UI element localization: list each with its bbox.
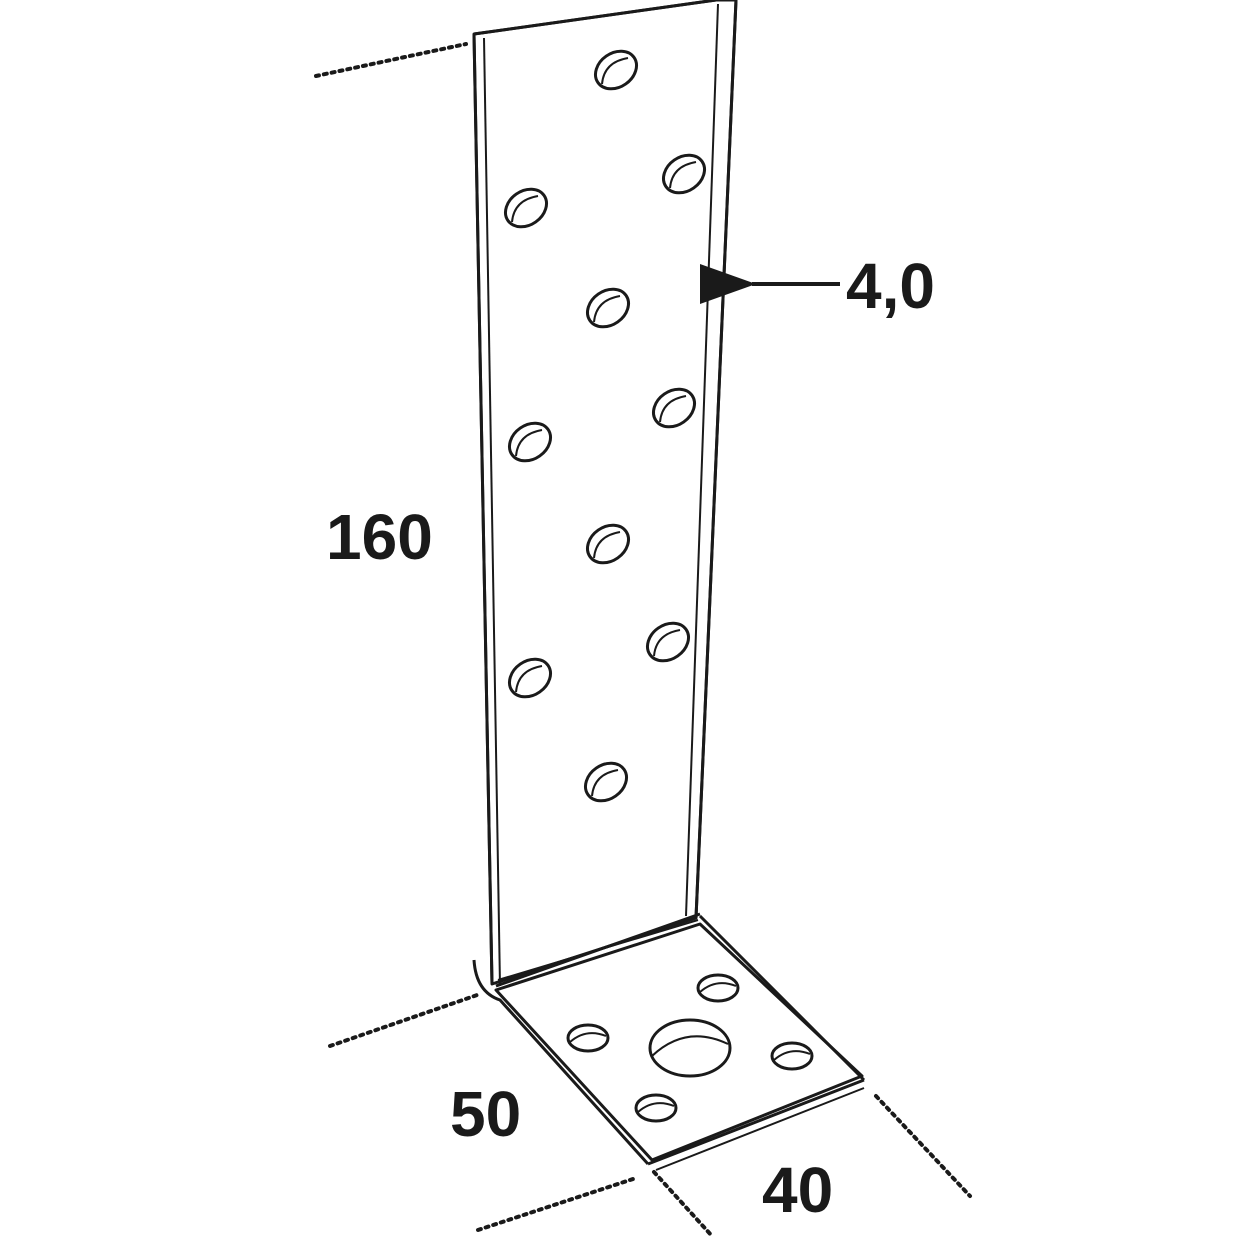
plate-edge-right-inner bbox=[685, 3, 719, 917]
hole bbox=[594, 49, 638, 91]
bend-outer bbox=[472, 959, 650, 1166]
base-front-edge-thickness bbox=[655, 1087, 865, 1171]
height-dimension-label: 160 bbox=[326, 501, 433, 573]
hole bbox=[652, 387, 696, 429]
vertical-plate-holes bbox=[504, 49, 706, 803]
plate-edge-left-inner bbox=[483, 37, 501, 987]
hole bbox=[504, 187, 548, 229]
hole bbox=[586, 523, 630, 565]
vertical-plate bbox=[472, 0, 738, 987]
hole bbox=[508, 657, 552, 699]
base-front-edge bbox=[647, 1078, 865, 1166]
thickness-dimension-label: 4,0 bbox=[846, 250, 935, 322]
hole bbox=[566, 1023, 610, 1053]
hole bbox=[646, 621, 690, 663]
hole bbox=[696, 973, 740, 1003]
extension-line-base-front bbox=[476, 1176, 638, 1232]
vertical-plate-face bbox=[472, 0, 738, 986]
base-plate-holes bbox=[566, 973, 814, 1123]
extension-line-base-right bbox=[874, 1094, 972, 1198]
base-right-edge bbox=[698, 914, 866, 1082]
hole bbox=[634, 1093, 678, 1123]
extension-line-base-front-right bbox=[652, 1170, 714, 1238]
hole bbox=[584, 761, 628, 803]
hole bbox=[508, 421, 552, 463]
base-width-dimension-label: 40 bbox=[762, 1154, 834, 1226]
base-depth-dimension-label: 50 bbox=[450, 1078, 522, 1150]
plate-edge-right bbox=[694, 0, 738, 919]
hole bbox=[586, 287, 630, 329]
hole bbox=[770, 1041, 814, 1071]
extension-lines bbox=[314, 42, 972, 1238]
plate-edge-top bbox=[473, 0, 717, 36]
large-hole bbox=[648, 1018, 732, 1078]
extension-line-bend bbox=[328, 992, 482, 1048]
hole bbox=[662, 153, 706, 195]
plate-edge-left bbox=[472, 33, 494, 985]
bend-inner-edge-2 bbox=[497, 919, 699, 981]
extension-line-top bbox=[314, 42, 468, 78]
